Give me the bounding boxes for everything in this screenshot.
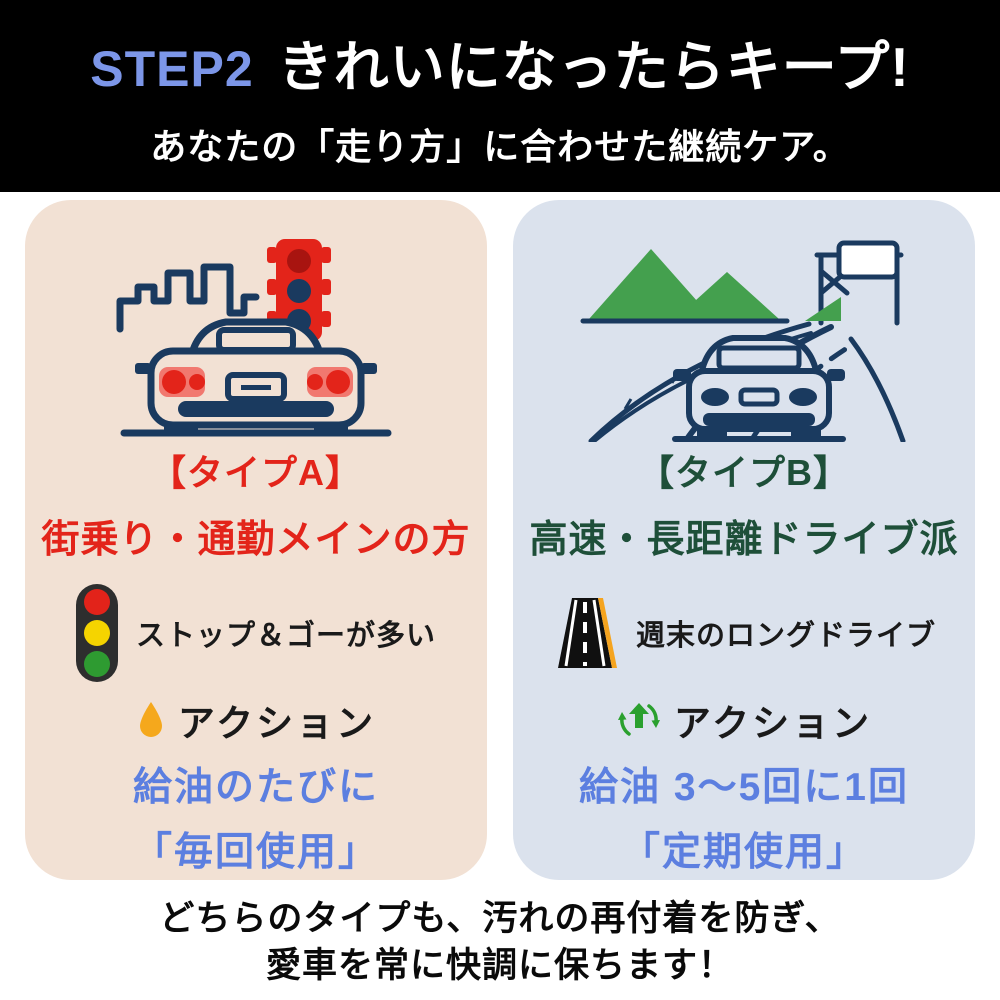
type-b-label: 【タイプB】 (638, 452, 850, 493)
highway-driving-illustration (513, 228, 975, 442)
bumper (178, 400, 334, 417)
oil-drop-icon (139, 702, 162, 737)
highway-road-icon (557, 598, 617, 668)
headlight-left (701, 387, 729, 406)
type-cards: 【タイプA】 街乗り・通勤メインの方 ストップ＆ゴーが多い アクション 給油のた… (0, 192, 1000, 880)
city-car-traffic-light-illustration (116, 238, 392, 436)
yellow-light (83, 620, 110, 646)
header: STEP2 きれいになったらキープ! あなたの「走り方」に合わせた継続ケア。 (0, 0, 1000, 192)
mountain-small (675, 271, 779, 319)
refresh-up-arrow-icon (617, 703, 660, 736)
headlight-right (789, 387, 817, 406)
type-a-card: 【タイプA】 街乗り・通勤メインの方 ストップ＆ゴーが多い アクション 給油のた… (25, 200, 487, 880)
road-right-edge (848, 336, 906, 442)
type-a-label: 【タイプA】 (150, 452, 362, 493)
red-light (83, 589, 110, 615)
grille (738, 387, 780, 406)
city-driving-illustration (25, 228, 487, 440)
type-a-action-line2: 「毎回使用」 (132, 831, 379, 874)
header-title-row: STEP2 きれいになったらキープ! (90, 22, 909, 102)
type-b-action-line2: 「定期使用」 (620, 831, 867, 874)
type-b-card: 【タイプB】 高速・長距離ドライブ派 週末のロングドライブ (513, 200, 975, 880)
page-title: きれいになったらキープ! (277, 36, 910, 98)
type-a-action-label: アクション (177, 703, 377, 744)
gantry-sign (836, 240, 900, 279)
type-b-action-label: アクション (673, 703, 873, 744)
type-a-description: 街乗り・通勤メインの方 (41, 519, 471, 561)
type-b-trait-row: 週末のロングドライブ (513, 583, 975, 683)
type-b-description: 高速・長距離ドライブ派 (529, 519, 959, 561)
green-light (83, 651, 110, 677)
license-plate (225, 371, 287, 402)
skyline-icon (116, 263, 260, 332)
type-a-action-row: アクション (25, 693, 487, 747)
traffic-light-icon (75, 584, 118, 682)
type-b-action-row: アクション (513, 693, 975, 747)
footer-line1: どちらのタイプも、汚れの再付着を防ぎ、 (159, 899, 841, 938)
footer-line2: 愛車を常に快調に保ちます！ (265, 945, 734, 985)
bumper (703, 412, 815, 426)
page-subtitle: あなたの「走り方」に合わせた継続ケア。 (150, 126, 850, 167)
type-b-trait: 週末のロングドライブ (635, 620, 936, 652)
type-a-trait: ストップ＆ゴーが多い (135, 620, 436, 652)
type-b-action-line1: 給油 3〜5回に1回 (579, 766, 909, 809)
mountain-large (589, 248, 713, 319)
windshield (716, 345, 802, 370)
highway-car-mountains-illustration (580, 240, 906, 442)
footer: どちらのタイプも、汚れの再付着を防ぎ、 愛車を常に快調に保ちます！ (0, 896, 1000, 989)
step-label: STEP2 (90, 41, 254, 97)
type-a-trait-row: ストップ＆ゴーが多い (25, 583, 487, 683)
type-a-action-line1: 給油のたびに (132, 766, 379, 809)
